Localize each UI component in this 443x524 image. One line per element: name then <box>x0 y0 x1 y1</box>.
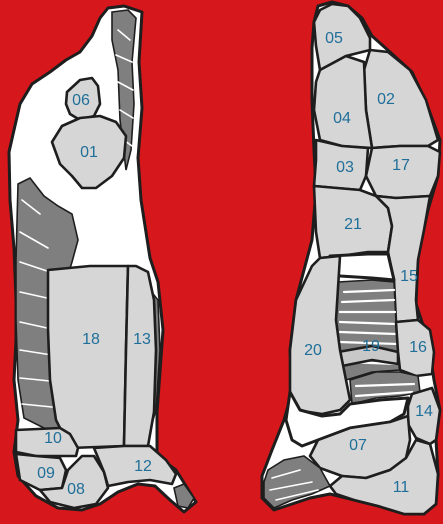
label-12: 12 <box>134 458 152 475</box>
label-04: 04 <box>333 110 351 127</box>
label-15: 15 <box>400 268 418 285</box>
cut-13[interactable] <box>124 266 156 446</box>
left-shank-tip <box>174 484 194 508</box>
label-20: 20 <box>304 342 322 359</box>
label-13: 13 <box>133 331 151 348</box>
label-07: 07 <box>349 437 367 454</box>
label-05: 05 <box>325 30 343 47</box>
cut-02[interactable] <box>364 50 438 148</box>
label-01: 01 <box>80 144 98 161</box>
left-half-carcass <box>9 6 196 512</box>
label-03: 03 <box>336 159 354 176</box>
label-16: 16 <box>409 339 427 356</box>
label-06: 06 <box>72 92 90 109</box>
label-14: 14 <box>415 403 433 420</box>
label-19: 19 <box>362 338 380 355</box>
label-08: 08 <box>67 481 85 498</box>
label-02: 02 <box>377 91 395 108</box>
label-09: 09 <box>37 465 55 482</box>
cut-18[interactable] <box>48 266 128 448</box>
label-18: 18 <box>82 331 100 348</box>
label-10: 10 <box>44 430 62 447</box>
label-17: 17 <box>392 157 410 174</box>
cut-04[interactable] <box>314 56 372 148</box>
label-21: 21 <box>344 216 362 233</box>
label-11: 11 <box>393 479 410 496</box>
